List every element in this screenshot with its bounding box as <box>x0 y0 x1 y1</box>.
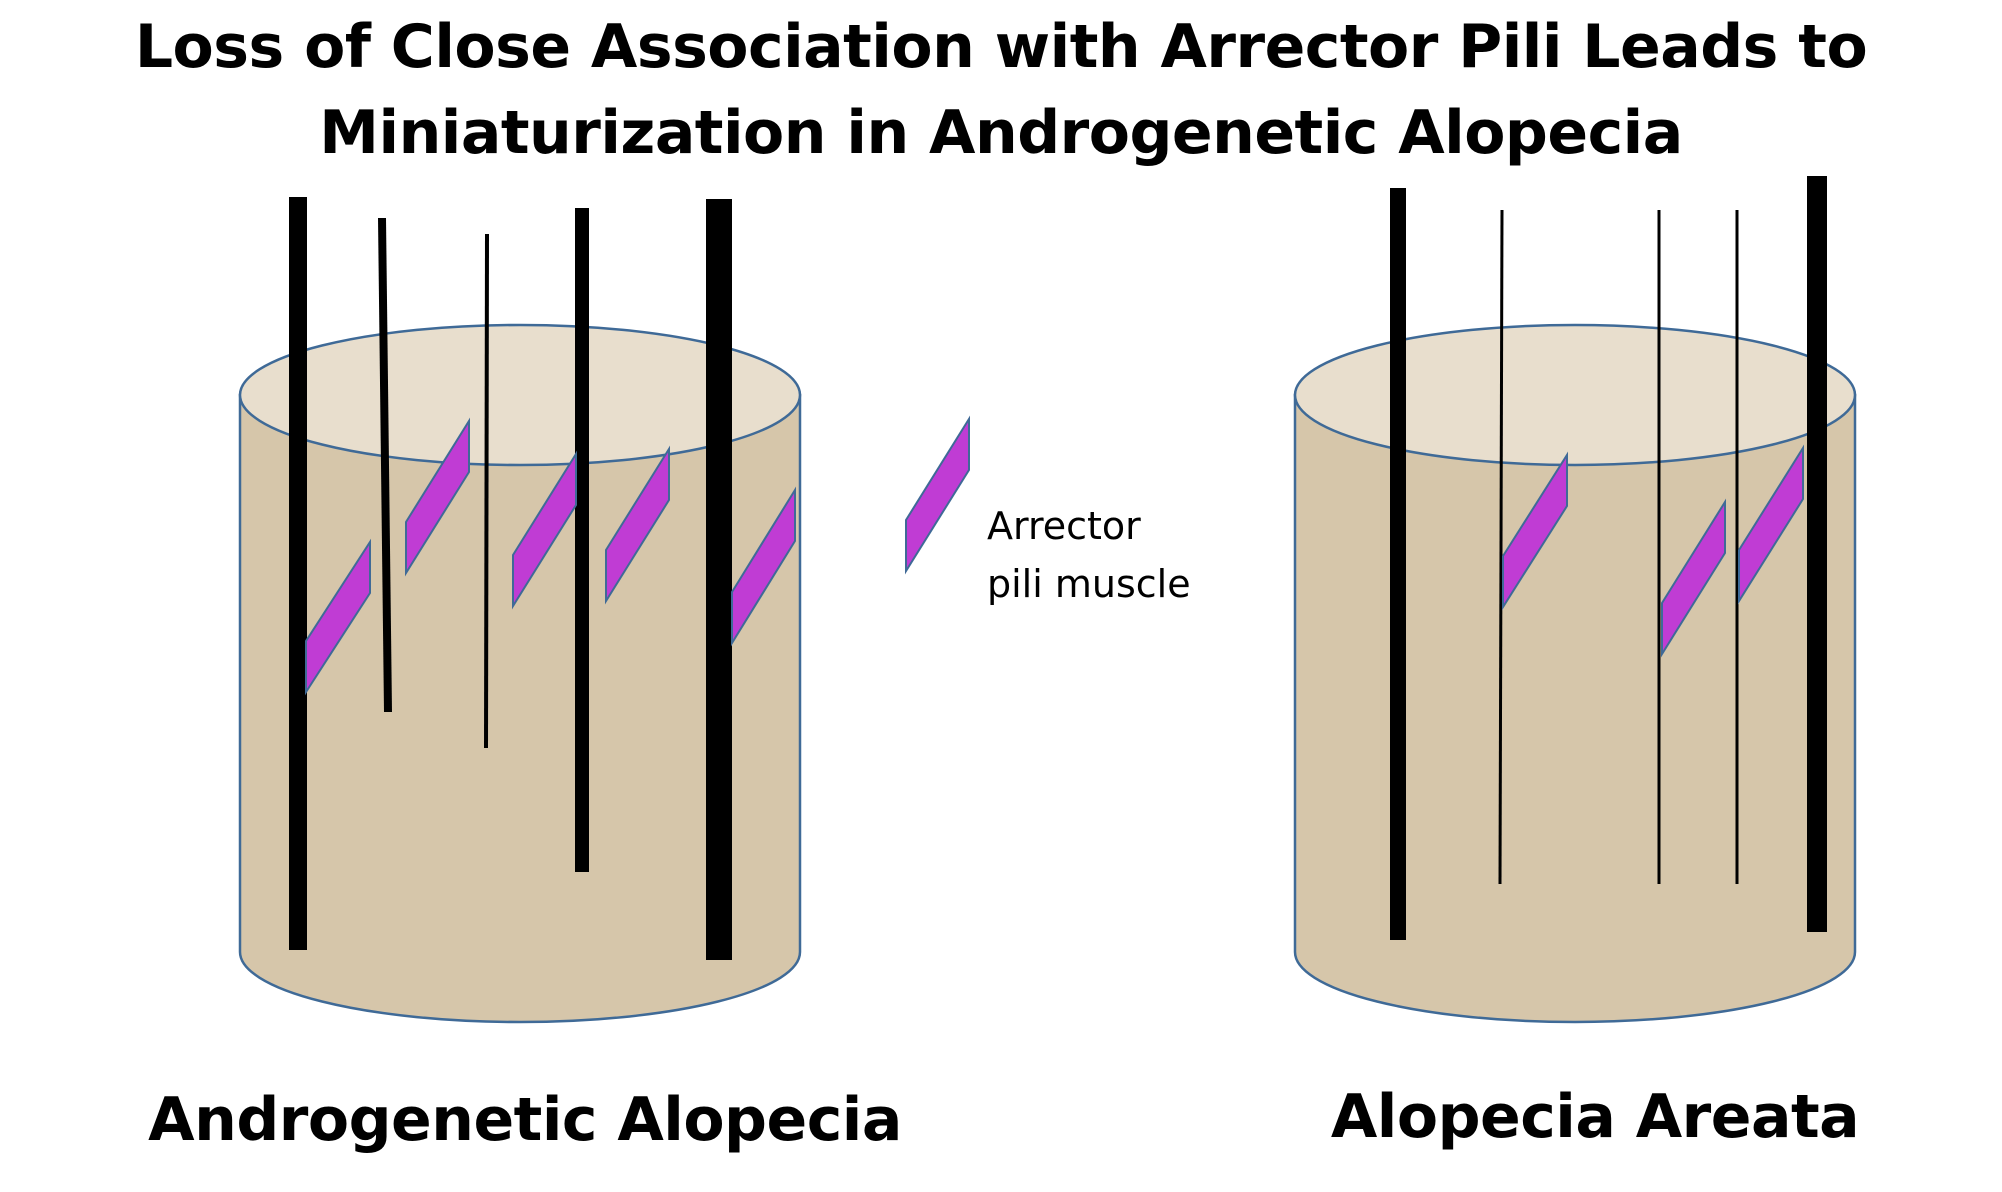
caption-androgenetic-alopecia: Androgenetic Alopecia <box>148 1085 902 1155</box>
arrector-pili-muscle <box>512 450 577 610</box>
arrector-pili-muscle <box>605 445 670 605</box>
left-hairs <box>289 197 732 960</box>
caption-alopecia-areata: Alopecia Areata <box>1330 1082 1860 1152</box>
left-skin-cylinder <box>238 323 802 1024</box>
right-cylinder-body <box>1293 393 1857 1024</box>
title-line-2: Miniaturization in Androgenetic Alopecia <box>319 98 1683 168</box>
hair-miniaturized <box>378 217 392 713</box>
left-cylinder-body <box>238 393 802 1024</box>
legend-label-line-2: pili muscle <box>987 562 1191 606</box>
right-cylinder-top <box>1293 323 1857 467</box>
arrector-pili-muscle <box>1661 498 1726 658</box>
arrector-pili-muscle <box>1738 444 1804 605</box>
hair-thin <box>1498 209 1504 885</box>
arrector-pili-muscle <box>305 538 371 696</box>
hair-miniaturized <box>484 233 489 749</box>
right-skin-cylinder <box>1293 323 1857 1024</box>
right-muscles <box>1502 444 1804 658</box>
title-line-1: Loss of Close Association with Arrector … <box>134 12 1868 82</box>
arrector-pili-muscle <box>405 417 470 577</box>
right-hairs <box>1390 176 1827 940</box>
arrector-pili-muscle <box>1502 451 1568 611</box>
legend-muscle-icon <box>905 415 970 575</box>
arrector-pili-muscle <box>731 486 796 647</box>
left-muscles <box>305 417 796 696</box>
legend-label-line-1: Arrector <box>987 504 1141 548</box>
